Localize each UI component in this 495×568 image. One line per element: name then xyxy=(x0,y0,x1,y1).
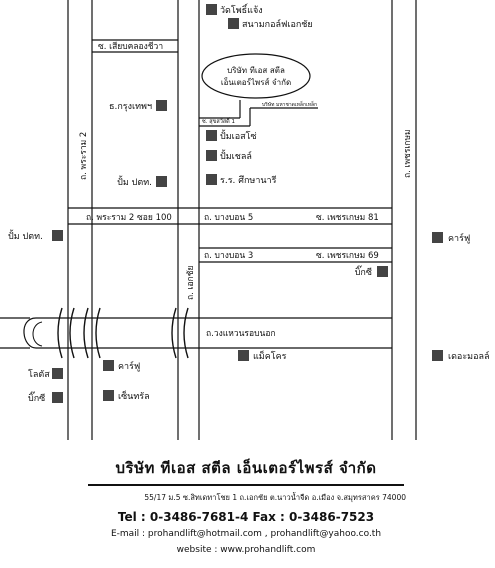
company-bubble-label: บริษัท ทีเอส สตีล xyxy=(227,66,285,75)
map-label: เอ็นเตอร์ไพรส์ จำกัด xyxy=(221,77,291,87)
road-ekachai: ถ. เอกชัย xyxy=(186,266,196,300)
landmark-square xyxy=(52,230,63,241)
road-petch81: ซ. เพชรเกษม 81 xyxy=(316,213,379,223)
company-small-label: บริษัท มหาชาดเหล็กเหล็ก xyxy=(262,100,317,108)
landmark-square xyxy=(206,174,217,185)
landmark-square xyxy=(103,390,114,401)
place-big-c-right: บิ๊กซี xyxy=(355,265,372,278)
interchange-loop xyxy=(23,317,37,349)
route-map: บริษัท ทีเอส สตีล เอ็นเตอร์ไพรส์ จำกัด บ… xyxy=(0,0,490,440)
place-lotus: โลตัส xyxy=(28,369,50,380)
landmark-square xyxy=(228,18,239,29)
landmark-square xyxy=(156,100,167,111)
map-road-line xyxy=(183,307,189,359)
road-rama2: ถ. พระราม 2 xyxy=(79,132,89,180)
landmark-square xyxy=(377,266,388,277)
place-pump-es: ปั้มเอสโซ่ xyxy=(220,129,257,142)
landmark-square xyxy=(52,368,63,379)
place-carrefour-left: คาร์ฟู xyxy=(118,360,140,372)
place-carrefour-right: คาร์ฟู xyxy=(448,232,470,244)
landmark-square xyxy=(156,176,167,187)
road-petchkasem: ถ. เพชรเกษม xyxy=(403,129,413,178)
company-website: website : www.prohandlift.com xyxy=(176,545,316,555)
map-road-line xyxy=(83,307,89,359)
place-bank: ธ.กรุงเทพฯ xyxy=(109,102,152,112)
company-marker xyxy=(201,53,311,99)
map-road-line xyxy=(32,321,43,347)
road-petch69: ซ. เพชรเกษม 69 xyxy=(316,251,379,261)
landmark-square xyxy=(432,350,443,361)
company-email: E-mail : prohandlift@hotmail.com , proha… xyxy=(110,529,382,539)
landmark-square xyxy=(103,360,114,371)
map-road-line xyxy=(69,307,75,359)
map-road-line xyxy=(57,307,63,359)
place-wat: วัดโพธิ์แจ้ง xyxy=(220,3,263,16)
landmark-square xyxy=(238,350,249,361)
place-the-mall: เดอะมอลล์ xyxy=(448,350,490,362)
map-road-line xyxy=(171,307,177,359)
place-ptt: ปั้ม ปตท. xyxy=(117,175,152,188)
landmark-square xyxy=(52,392,63,403)
place-central: เซ็นทรัล xyxy=(118,389,150,402)
landmark-square xyxy=(206,130,217,141)
road-soi-small: ซ. สุขสวัสดิ์ 1 xyxy=(202,117,235,125)
road-rama2-soi100: ถ. พระราม 2 ซอย 100 xyxy=(86,213,172,223)
landmark-square xyxy=(206,150,217,161)
landmark-square xyxy=(432,232,443,243)
road-ring: ถ.วงแหวนรอบนอก xyxy=(206,329,276,339)
place-makro: แม็คโคร xyxy=(253,349,287,362)
company-info: บริษัท ทีเอส สตีล เอ็นเตอร์ไพรส์ จำกัด 5… xyxy=(80,456,412,555)
road-soi-top: ซ. เสียบคลองชีวา xyxy=(98,41,163,52)
road-bangbon5: ถ. บางบอน 5 xyxy=(204,213,253,223)
place-ptt-far: ปั้ม ปตท. xyxy=(8,229,43,242)
road-bangbon3: ถ. บางบอน 3 xyxy=(204,251,253,261)
place-big-c-left: บิ๊กซี xyxy=(28,391,45,404)
company-phone: Tel : 0-3486-7681-4 Fax : 0-3486-7523 xyxy=(117,510,375,524)
landmark-square xyxy=(206,4,217,15)
place-pump-shell: ปั้มเชลล์ xyxy=(220,149,252,162)
company-address: 55/17 ม.5 ซ.สิทเดทาโชย 1 ถ.เอกชัย ต.นาวน… xyxy=(144,493,406,502)
place-sanam-golf: สนามกอล์ฟเอกชัย xyxy=(242,18,313,30)
map-road-line xyxy=(95,307,101,359)
place-school: ร.ร. ศึกษานารี xyxy=(220,175,277,186)
company-name: บริษัท ทีเอส สตีล เอ็นเตอร์ไพรส์ จำกัด xyxy=(88,456,404,486)
